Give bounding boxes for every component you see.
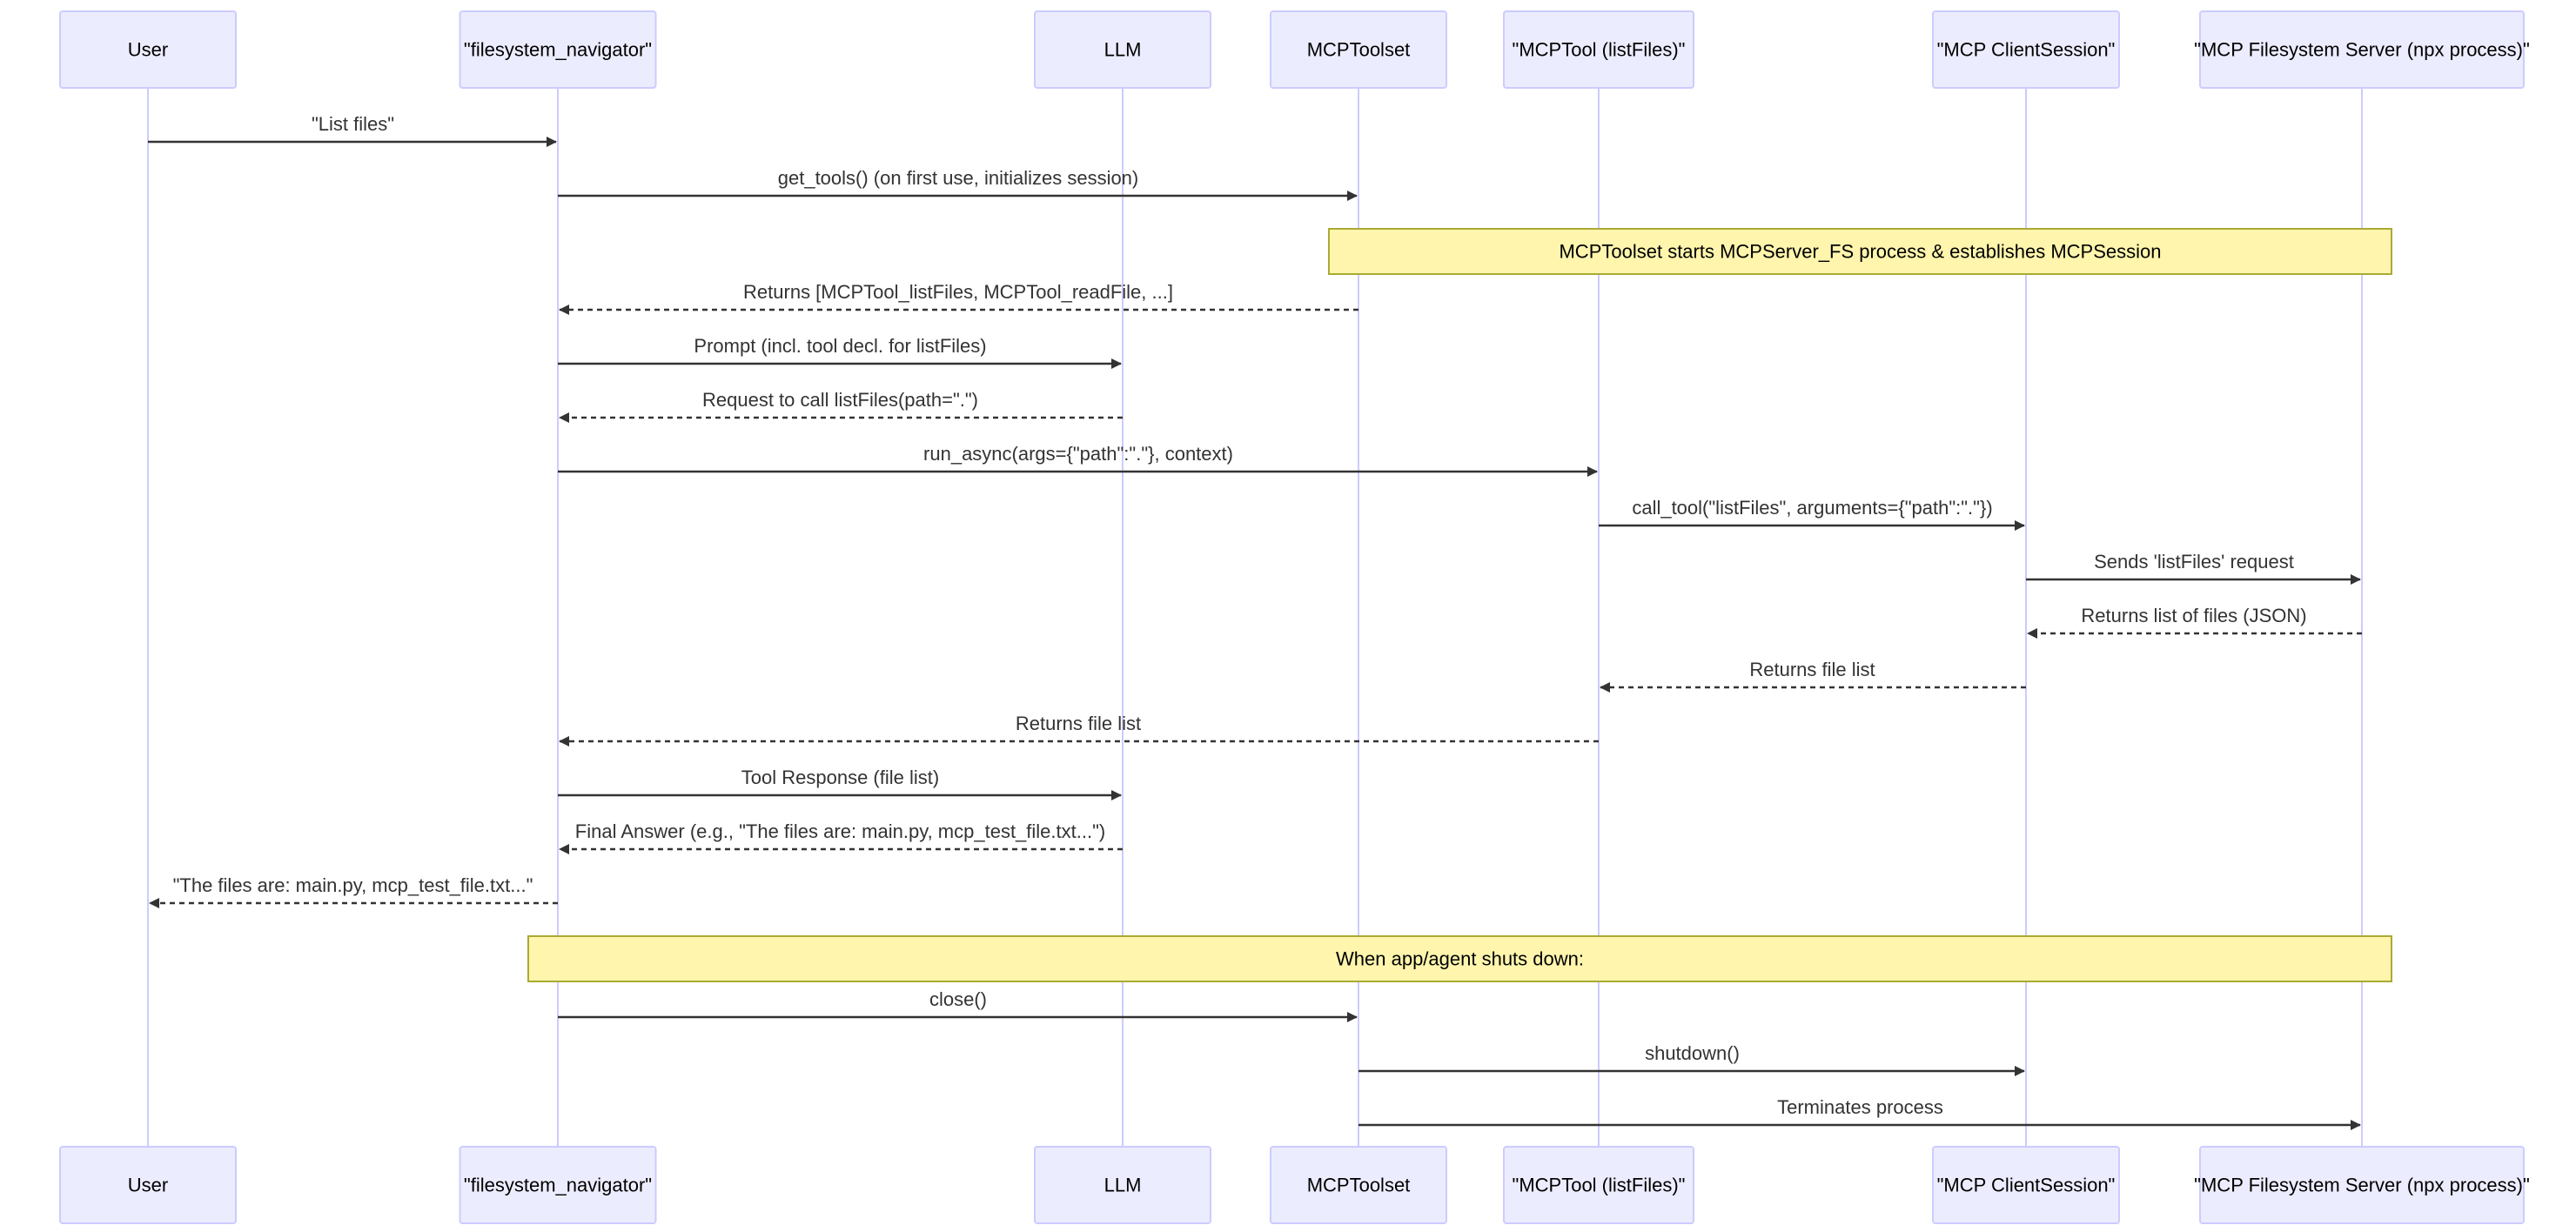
note: MCPToolset starts MCPServer_FS process &… <box>1328 228 2392 275</box>
participant-session-bottom: "MCP ClientSession" <box>1932 1146 2120 1224</box>
message-label: Request to call listFiles(path=".") <box>702 389 978 411</box>
participant-llm-top: LLM <box>1034 10 1211 89</box>
message-label: Final Answer (e.g., "The files are: main… <box>575 820 1105 842</box>
message-label: Returns [MCPTool_listFiles, MCPTool_read… <box>743 281 1173 303</box>
message-nav-to-llm: Prompt (incl. tool decl. for listFiles) <box>558 335 1122 369</box>
message-toolset-to-session: shutdown() <box>1358 1042 2025 1076</box>
participant-nav-top: "filesystem_navigator" <box>459 10 657 89</box>
participant-label: MCPToolset <box>1307 1175 1411 1196</box>
message-label: Returns file list <box>1749 659 1875 680</box>
message-nav-to-llm: Tool Response (file list) <box>558 767 1122 800</box>
participant-tool-top: "MCPTool (listFiles)" <box>1503 10 1694 89</box>
participant-label: User <box>128 39 168 61</box>
message-label: shutdown() <box>1645 1042 1740 1064</box>
participant-label: "MCP Filesystem Server (npx process)" <box>2194 1175 2530 1196</box>
participant-label: LLM <box>1104 39 1142 61</box>
participant-server-bottom: "MCP Filesystem Server (npx process)" <box>2194 1146 2530 1224</box>
participant-session-top: "MCP ClientSession" <box>1932 10 2120 89</box>
message-server-to-session: Returns list of files (JSON) <box>2027 605 2362 639</box>
message-label: Sends 'listFiles' request <box>2094 551 2294 572</box>
note-box <box>527 935 2392 982</box>
participant-user-top: User <box>59 10 237 89</box>
participant-box <box>459 1146 657 1224</box>
message-tool-to-session: call_tool("listFiles", arguments={"path"… <box>1599 497 2025 531</box>
participant-label: "MCPTool (listFiles)" <box>1513 1175 1686 1196</box>
participant-label: "MCP Filesystem Server (npx process)" <box>2194 39 2530 61</box>
message-toolset-to-nav: Returns [MCPTool_listFiles, MCPTool_read… <box>559 281 1358 315</box>
note-text: When app/agent shuts down: <box>1336 948 1584 970</box>
message-label: get_tools() (on first use, initializes s… <box>778 167 1139 189</box>
participant-box <box>1932 1146 2120 1224</box>
participant-box <box>1034 10 1211 89</box>
message-label: Returns file list <box>1016 713 1141 734</box>
participant-server-top: "MCP Filesystem Server (npx process)" <box>2194 10 2530 89</box>
participant-nav-bottom: "filesystem_navigator" <box>459 1146 657 1224</box>
message-label: Terminates process <box>1777 1096 1943 1118</box>
participant-toolset-bottom: MCPToolset <box>1270 1146 1447 1224</box>
message-label: Prompt (incl. tool decl. for listFiles) <box>694 335 986 357</box>
participant-label: "filesystem_navigator" <box>464 39 652 61</box>
participant-box <box>2199 1146 2525 1224</box>
note-text: MCPToolset starts MCPServer_FS process &… <box>1559 241 2161 263</box>
participant-label: User <box>128 1175 168 1196</box>
participant-label: "MCPTool (listFiles)" <box>1513 39 1686 61</box>
participant-box <box>1034 1146 1211 1224</box>
message-nav-to-tool: run_async(args={"path":"."}, context) <box>558 443 1598 477</box>
message-llm-to-nav: Final Answer (e.g., "The files are: main… <box>559 820 1123 854</box>
message-label: call_tool("listFiles", arguments={"path"… <box>1632 497 1992 519</box>
participant-llm-bottom: LLM <box>1034 1146 1211 1224</box>
participant-box <box>1270 1146 1447 1224</box>
participant-box <box>1503 10 1694 89</box>
note-box <box>1328 228 2392 275</box>
participant-box <box>1503 1146 1694 1224</box>
participant-label: "MCP ClientSession" <box>1937 1175 2116 1196</box>
message-nav-to-toolset: get_tools() (on first use, initializes s… <box>558 167 1358 201</box>
participant-label: "filesystem_navigator" <box>464 1175 652 1196</box>
participant-tool-bottom: "MCPTool (listFiles)" <box>1503 1146 1694 1224</box>
message-tool-to-nav: Returns file list <box>559 713 1599 747</box>
message-label: Tool Response (file list) <box>741 767 939 788</box>
participant-toolset-top: MCPToolset <box>1270 10 1447 89</box>
message-label: Returns list of files (JSON) <box>2081 605 2306 626</box>
message-session-to-tool: Returns file list <box>1600 659 2026 693</box>
participant-box <box>59 1146 237 1224</box>
participant-label: "MCP ClientSession" <box>1937 39 2116 61</box>
participant-box <box>1932 10 2120 89</box>
participant-label: LLM <box>1104 1175 1142 1196</box>
message-label: close() <box>929 988 987 1010</box>
participant-user-bottom: User <box>59 1146 237 1224</box>
participant-box <box>1270 10 1447 89</box>
message-nav-to-user: "The files are: main.py, mcp_test_file.t… <box>149 874 558 908</box>
participant-box <box>2199 10 2525 89</box>
participant-label: MCPToolset <box>1307 39 1411 61</box>
note: When app/agent shuts down: <box>527 935 2392 982</box>
message-toolset-to-server: Terminates process <box>1358 1096 2361 1130</box>
message-label: run_async(args={"path":"."}, context) <box>923 443 1233 465</box>
message-session-to-server: Sends 'listFiles' request <box>2026 551 2361 585</box>
message-user-to-nav: "List files" <box>148 113 557 147</box>
message-llm-to-nav: Request to call listFiles(path=".") <box>559 389 1123 423</box>
message-label: "List files" <box>312 113 394 135</box>
participant-box <box>459 10 657 89</box>
message-label: "The files are: main.py, mcp_test_file.t… <box>173 874 533 896</box>
message-nav-to-toolset: close() <box>558 988 1358 1022</box>
participant-box <box>59 10 237 89</box>
